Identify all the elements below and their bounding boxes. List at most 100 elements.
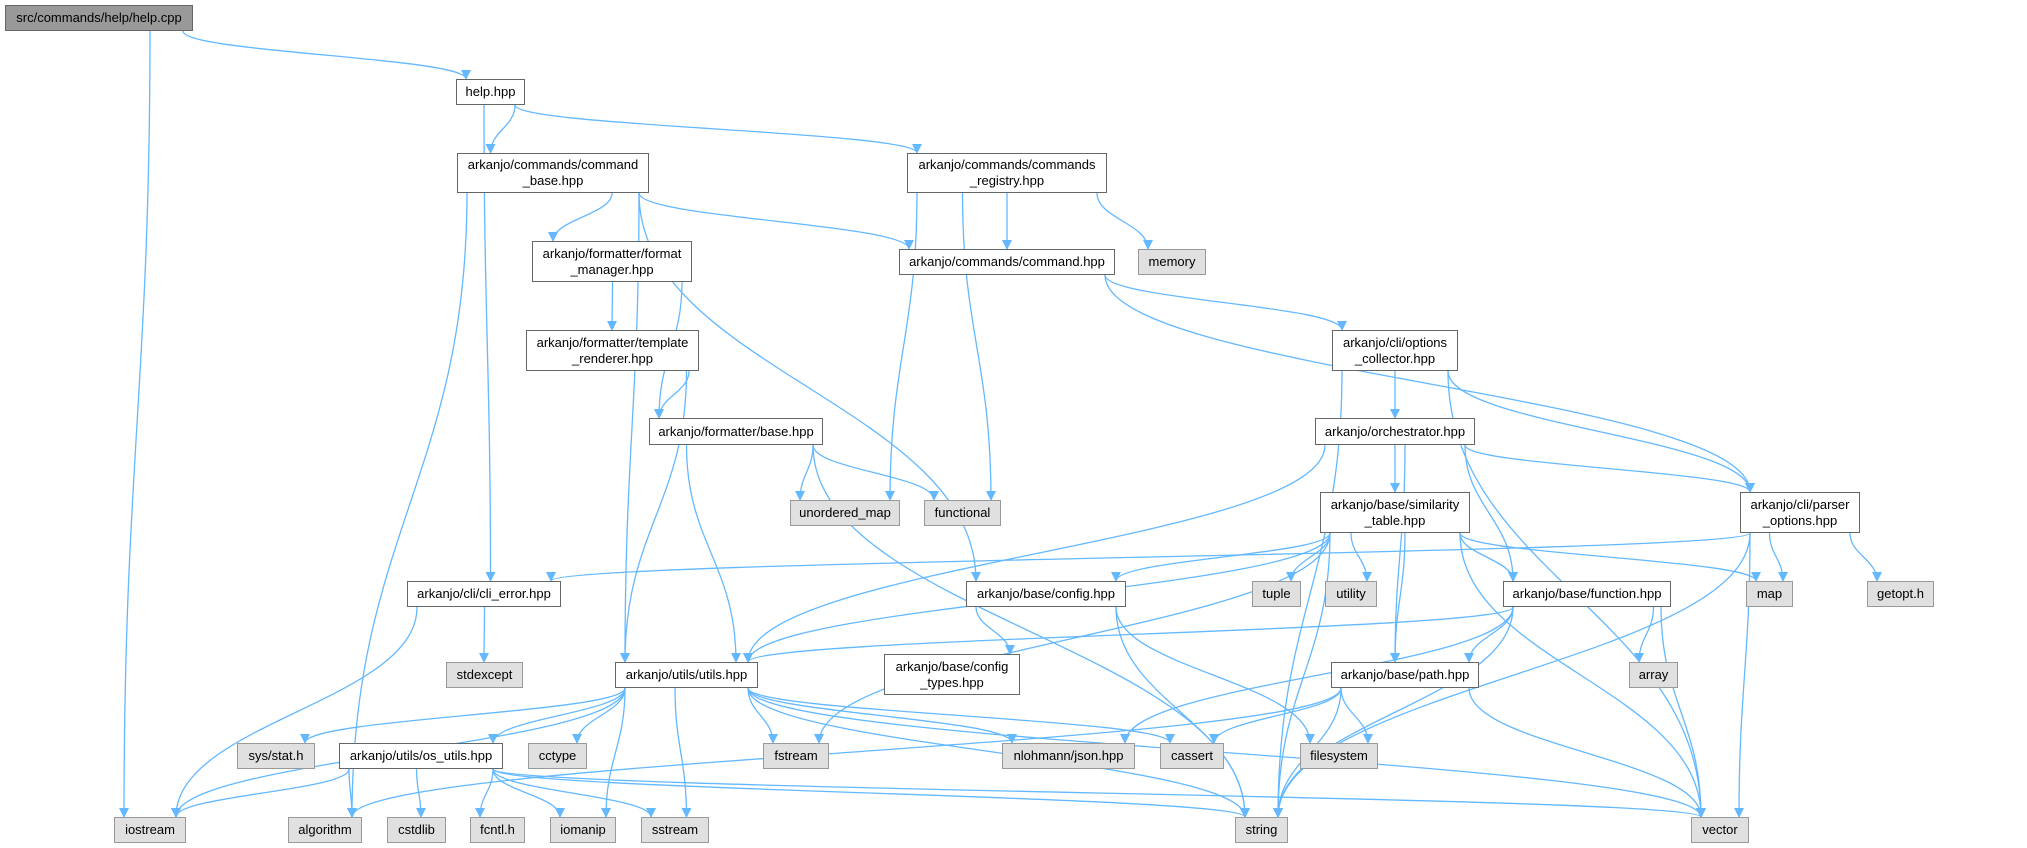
node-formatter-base[interactable]: arkanjo/formatter/base.hpp (649, 418, 823, 445)
node-cli-error[interactable]: arkanjo/cli/cli_error.hpp (407, 581, 561, 607)
node-label: vector (1702, 822, 1738, 837)
node-options-collector[interactable]: arkanjo/cli/options_collector.hpp (1332, 330, 1458, 371)
node-function[interactable]: arkanjo/base/function.hpp (1503, 581, 1671, 607)
node-label: arkanjo/utils/os_utils.hpp (349, 748, 493, 763)
edge-formatter_base-to-functional (812, 444, 939, 501)
node-template-renderer[interactable]: arkanjo/formatter/template_renderer.hpp (526, 330, 699, 371)
node-sys-stat[interactable]: sys/stat.h (237, 743, 315, 769)
node-label: _registry.hpp (969, 173, 1045, 188)
node-label: algorithm (298, 822, 352, 837)
edge-function-to-vector (1660, 606, 1706, 818)
node-iostream[interactable]: iostream (114, 817, 186, 843)
edge-os_utils-to-cstdlib (415, 768, 426, 818)
edge-parser_options-to-vector (1734, 532, 1751, 818)
node-label: cctype (538, 748, 577, 763)
node-format-manager[interactable]: arkanjo/formatter/format_manager.hpp (532, 241, 692, 282)
node-label: help.hpp (465, 84, 516, 99)
node-config-types[interactable]: arkanjo/base/config_types.hpp (884, 654, 1020, 695)
edge-utils-to-fstream (747, 687, 778, 744)
node-command-base[interactable]: arkanjo/commands/command_base.hpp (457, 153, 649, 193)
node-memory[interactable]: memory (1138, 249, 1206, 275)
edge-path-to-filesystem (1340, 687, 1373, 744)
node-unordered-map[interactable]: unordered_map (790, 500, 900, 526)
edge-config-to-filesystem (1115, 606, 1315, 744)
edge-command_hpp-to-parser_options (1104, 274, 1755, 493)
node-algorithm[interactable]: algorithm (288, 817, 362, 843)
edge-path-to-vector (1468, 687, 1706, 818)
edge-config-to-string (1115, 606, 1250, 818)
node-label: cassert (1171, 748, 1213, 763)
node-iomanip[interactable]: iomanip (550, 817, 616, 843)
node-map[interactable]: map (1746, 581, 1793, 607)
node-orchestrator[interactable]: arkanjo/orchestrator.hpp (1315, 418, 1475, 445)
node-stdexcept[interactable]: stdexcept (446, 662, 523, 688)
node-label: arkanjo/orchestrator.hpp (1324, 423, 1466, 439)
node-label: sys/stat.h (248, 748, 304, 763)
edge-help_cpp-to-help_hpp (182, 30, 471, 80)
node-label: arkanjo/base/path.hpp (1340, 667, 1470, 682)
edge-similarity_table-to-map (1459, 532, 1761, 582)
edge-parser_options-to-map (1768, 532, 1788, 582)
node-label: arkanjo/cli/cli_error.hpp (417, 586, 551, 601)
node-cstdlib[interactable]: cstdlib (387, 817, 446, 843)
node-fcntl[interactable]: fcntl.h (470, 817, 525, 843)
node-label: arkanjo/formatter/base.hpp (658, 423, 814, 439)
edge-utils-to-cctype (572, 687, 626, 744)
node-label: arkanjo/formatter/format (542, 245, 682, 261)
node-label: iostream (125, 822, 175, 837)
node-array[interactable]: array (1629, 662, 1678, 688)
edge-os_utils-to-iostream (171, 768, 350, 818)
edge-os_utils-to-sstream (492, 768, 656, 818)
node-utility[interactable]: utility (1325, 581, 1377, 607)
node-path[interactable]: arkanjo/base/path.hpp (1331, 662, 1479, 688)
node-similarity-table[interactable]: arkanjo/base/similarity_table.hpp (1320, 492, 1470, 533)
node-tuple[interactable]: tuple (1252, 581, 1301, 607)
edge-options_collector-to-parser_options (1447, 370, 1755, 493)
edge-commands_registry-to-memory (1096, 192, 1153, 250)
node-label: _options.hpp (1762, 512, 1838, 528)
node-help-hpp[interactable]: help.hpp (456, 79, 525, 105)
node-label: getopt.h (1877, 586, 1924, 601)
edge-os_utils-to-string (492, 768, 1250, 818)
edge-command_base-to-format_manager (548, 192, 613, 242)
node-string[interactable]: string (1235, 817, 1288, 843)
node-getopt[interactable]: getopt.h (1867, 581, 1934, 607)
edge-parser_options-to-getopt (1849, 532, 1882, 582)
node-label: filesystem (1310, 748, 1368, 763)
node-label: sstream (651, 822, 699, 837)
edge-template_renderer-to-utils (620, 370, 688, 663)
node-commands-registry[interactable]: arkanjo/commands/commands_registry.hpp (907, 153, 1107, 193)
node-label: fcntl.h (480, 822, 515, 837)
node-utils[interactable]: arkanjo/utils/utils.hpp (615, 662, 758, 688)
edge-cli_error-to-stdexcept (479, 606, 490, 663)
edge-command_base-to-command_hpp (638, 192, 914, 250)
node-fstream[interactable]: fstream (763, 743, 829, 769)
node-json[interactable]: nlohmann/json.hpp (1002, 743, 1135, 769)
edge-utils-to-vector (747, 687, 1706, 818)
node-cctype[interactable]: cctype (528, 743, 587, 769)
node-functional[interactable]: functional (924, 500, 1001, 526)
edge-commands_registry-to-unordered_map (885, 192, 918, 501)
node-label: tuple (1262, 586, 1291, 601)
node-command-hpp[interactable]: arkanjo/commands/command.hpp (899, 249, 1115, 275)
node-os-utils[interactable]: arkanjo/utils/os_utils.hpp (339, 743, 503, 769)
node-sstream[interactable]: sstream (641, 817, 709, 843)
edge-orchestrator-to-parser_options (1464, 444, 1755, 493)
edge-parser_options-to-cli_error (546, 532, 1751, 582)
node-config[interactable]: arkanjo/base/config.hpp (966, 581, 1126, 607)
edge-os_utils-to-iomanip (492, 768, 565, 818)
node-label: src/commands/help/help.cpp (16, 10, 182, 25)
node-label: arkanjo/commands/commands (918, 157, 1096, 172)
node-label: array (1638, 667, 1669, 682)
node-parser-options[interactable]: arkanjo/cli/parser_options.hpp (1740, 492, 1860, 533)
edge-template_renderer-to-formatter_base (654, 370, 690, 419)
edge-orchestrator-to-function (1464, 444, 1518, 582)
node-cassert[interactable]: cassert (1160, 743, 1224, 769)
node-label: _base.hpp (522, 173, 584, 188)
node-filesystem[interactable]: filesystem (1300, 743, 1378, 769)
node-vector[interactable]: vector (1691, 817, 1749, 843)
node-label: cstdlib (398, 822, 435, 837)
edge-similarity_table-to-tuple (1286, 532, 1331, 582)
edge-orchestrator-to-utils (743, 444, 1326, 663)
